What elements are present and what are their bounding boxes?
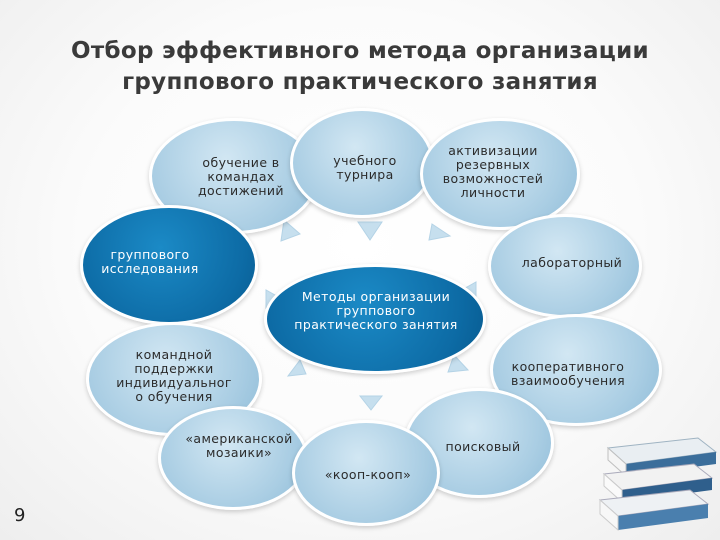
method-label-team-support: командной поддержки индивидуальног о обу… xyxy=(116,347,232,404)
method-label-tournament: учебного турнира xyxy=(333,153,397,182)
method-circle-group-research xyxy=(80,205,258,325)
method-label-search: поисковый xyxy=(445,439,521,454)
slide-title: Отбор эффективного метода организации гр… xyxy=(20,36,700,98)
method-label-mosaic: «американской мозаики» xyxy=(185,431,293,460)
method-circle-mosaic xyxy=(158,406,308,510)
arrow-bottom-right xyxy=(447,354,470,373)
center-circle xyxy=(264,264,486,374)
method-label-laboratory: лабораторный xyxy=(521,255,623,270)
method-label-coop-coop: «кооп-кооп» xyxy=(324,467,412,482)
arrow-top-right xyxy=(428,223,452,241)
books-illustration xyxy=(598,437,718,532)
title-line-2: группового практического занятия xyxy=(122,69,598,95)
title-line-1: Отбор эффективного метода организации xyxy=(71,38,649,64)
method-circle-cooperative xyxy=(490,314,662,426)
method-circle-activation xyxy=(420,118,580,230)
method-label-activation: активизации резервных возможностей лично… xyxy=(442,143,544,200)
arrow-top-left xyxy=(280,219,301,242)
page-number: 9 xyxy=(14,505,26,526)
method-label-teams: обучение в командах достижений xyxy=(198,155,284,198)
method-label-group-research: группового исследования xyxy=(101,247,199,276)
arrow-bottom-left xyxy=(286,359,307,377)
method-label-cooperative: кооперативного взаимообучения xyxy=(510,359,626,388)
arrow-top xyxy=(357,221,383,241)
arrow-bottom xyxy=(358,395,384,411)
method-circle-coop-coop xyxy=(292,420,440,526)
method-circle-tournament xyxy=(290,108,434,218)
center-label: Методы организации группового практическ… xyxy=(294,289,458,332)
